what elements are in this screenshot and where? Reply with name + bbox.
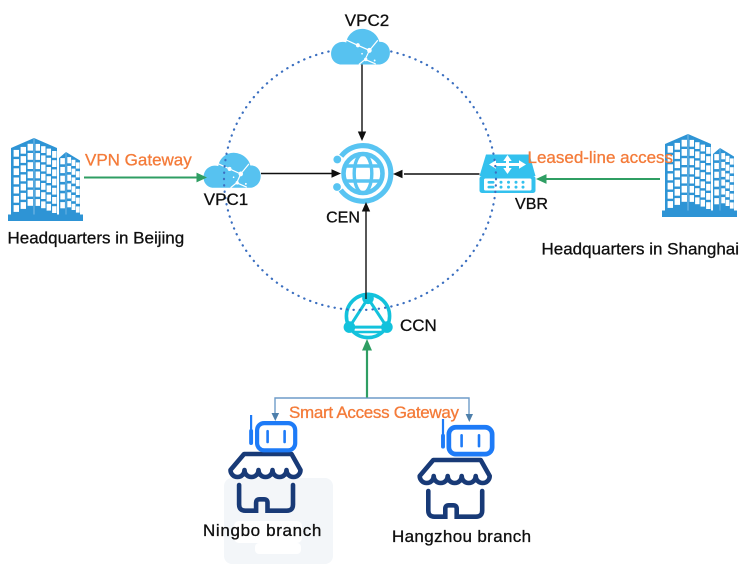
svg-text:Hangzhou branch: Hangzhou branch [392,527,531,546]
svg-text:VBR: VBR [515,196,548,213]
svg-text:Headquarters in Shanghai: Headquarters in Shanghai [542,240,740,259]
svg-text:Smart Access Gateway: Smart Access Gateway [289,403,460,422]
svg-text:VPC1: VPC1 [204,190,248,209]
svg-text:CCN: CCN [400,316,437,335]
svg-text:Headquarters in Beijing: Headquarters in Beijing [8,229,185,248]
svg-text:CEN: CEN [326,210,360,227]
svg-text:Leased-line access: Leased-line access [528,148,674,167]
svg-text:Ningbo branch: Ningbo branch [203,521,322,540]
svg-text:VPN Gateway: VPN Gateway [85,151,192,170]
svg-text:VPC2: VPC2 [345,11,389,30]
